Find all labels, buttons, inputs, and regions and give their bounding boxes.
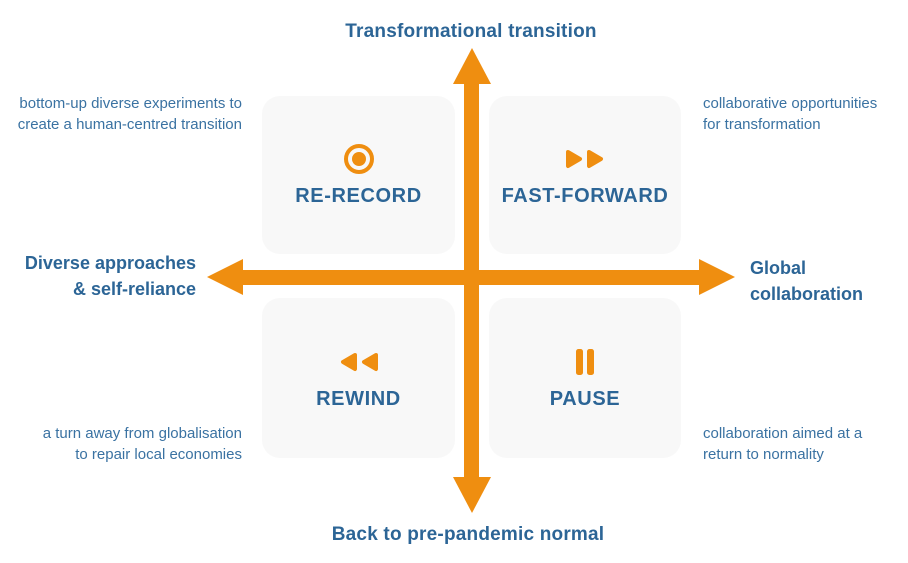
description-bottom-left-line2: to repair local economies — [75, 446, 242, 463]
axis-label-left-line2: & self-reliance — [72, 279, 196, 299]
axis-label-right-line1: Global — [750, 258, 807, 278]
quadrant-label-pause: PAUSE — [549, 388, 621, 410]
quadrant-card-rewind: REWIND — [262, 298, 455, 458]
quadrant-card-fast-forward: FAST-FORWARD — [489, 96, 681, 254]
axis-label-right-line2: collaboration — [750, 284, 864, 304]
description-bottom-left-line1: a turn away from globalisation — [42, 425, 242, 442]
pause-icon — [573, 345, 597, 379]
description-top-right-line1: collaborative opportunities — [703, 95, 878, 112]
description-top-left: bottom-up diverse experiments to create … — [5, 93, 242, 135]
quadrant-label-fast-forward: FAST-FORWARD — [501, 185, 669, 207]
quadrant-label-re-record: RE-RECORD — [295, 185, 422, 207]
description-top-left-line2: create a human-centred transition — [17, 116, 242, 133]
record-icon — [342, 142, 376, 176]
quadrant-card-re-record: RE-RECORD — [262, 96, 455, 254]
arrow-head-up-icon — [453, 48, 491, 84]
axis-label-left: Diverse approaches & self-reliance — [0, 250, 196, 302]
description-bottom-left: a turn away from globalisation to repair… — [5, 423, 242, 465]
quadrant-label-rewind: REWIND — [316, 388, 401, 410]
description-top-left-line1: bottom-up diverse experiments to — [19, 95, 242, 112]
horizontal-axis-arrow — [240, 270, 701, 285]
description-top-right: collaborative opportunities for transfor… — [703, 93, 903, 135]
axis-label-left-line1: Diverse approaches — [24, 253, 196, 273]
description-bottom-right-line2: return to normality — [703, 446, 824, 463]
arrow-head-left-icon — [207, 259, 243, 295]
rewind-icon — [338, 345, 380, 379]
axis-label-bottom: Back to pre-pandemic normal — [331, 524, 605, 545]
description-bottom-right-line1: collaboration aimed at a — [703, 425, 863, 442]
axis-label-right: Global collaboration — [750, 255, 900, 307]
fast-forward-icon — [564, 142, 606, 176]
arrow-head-down-icon — [453, 477, 491, 513]
description-top-right-line2: for transformation — [703, 116, 821, 133]
description-bottom-right: collaboration aimed at a return to norma… — [703, 423, 903, 465]
arrow-head-right-icon — [699, 259, 735, 295]
axis-label-top: Transformational transition — [345, 21, 597, 42]
quadrant-card-pause: PAUSE — [489, 298, 681, 458]
